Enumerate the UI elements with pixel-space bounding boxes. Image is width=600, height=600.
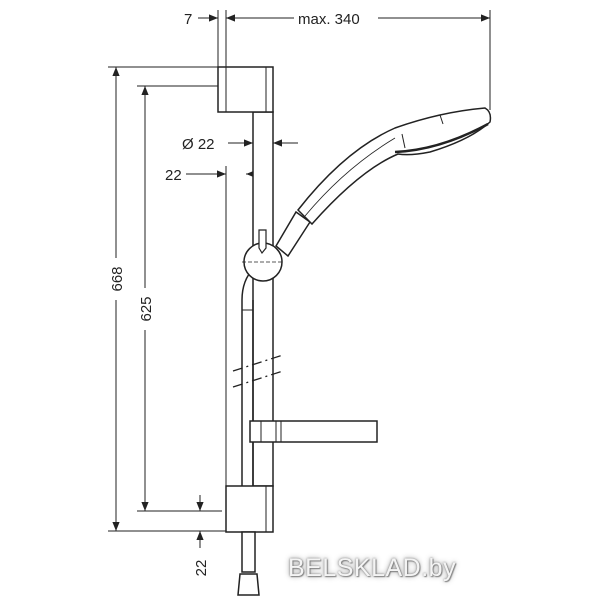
label-bottom-22: 22 [193, 560, 210, 577]
dim-625 [137, 85, 222, 512]
dim-668 [108, 66, 226, 532]
label-diameter-22: Ø 22 [182, 136, 215, 153]
wall-bracket-top [217, 66, 274, 113]
dim-offset-7 [198, 10, 227, 67]
watermark: BELSKLAD.by [288, 554, 457, 582]
label-625: 625 [138, 296, 155, 321]
label-offset-7: 7 [184, 11, 192, 28]
hand-shower [275, 107, 492, 258]
hose-connector [241, 531, 256, 573]
dim-max-340 [226, 10, 491, 110]
label-wall-22: 22 [165, 167, 182, 184]
label-max-340: max. 340 [298, 11, 360, 28]
wall-bracket-bottom [225, 485, 274, 533]
label-668: 668 [109, 266, 126, 291]
hose-end-cap [237, 573, 260, 596]
soap-dish [249, 420, 378, 443]
break-lines [232, 354, 284, 388]
shower-hose [241, 267, 255, 486]
